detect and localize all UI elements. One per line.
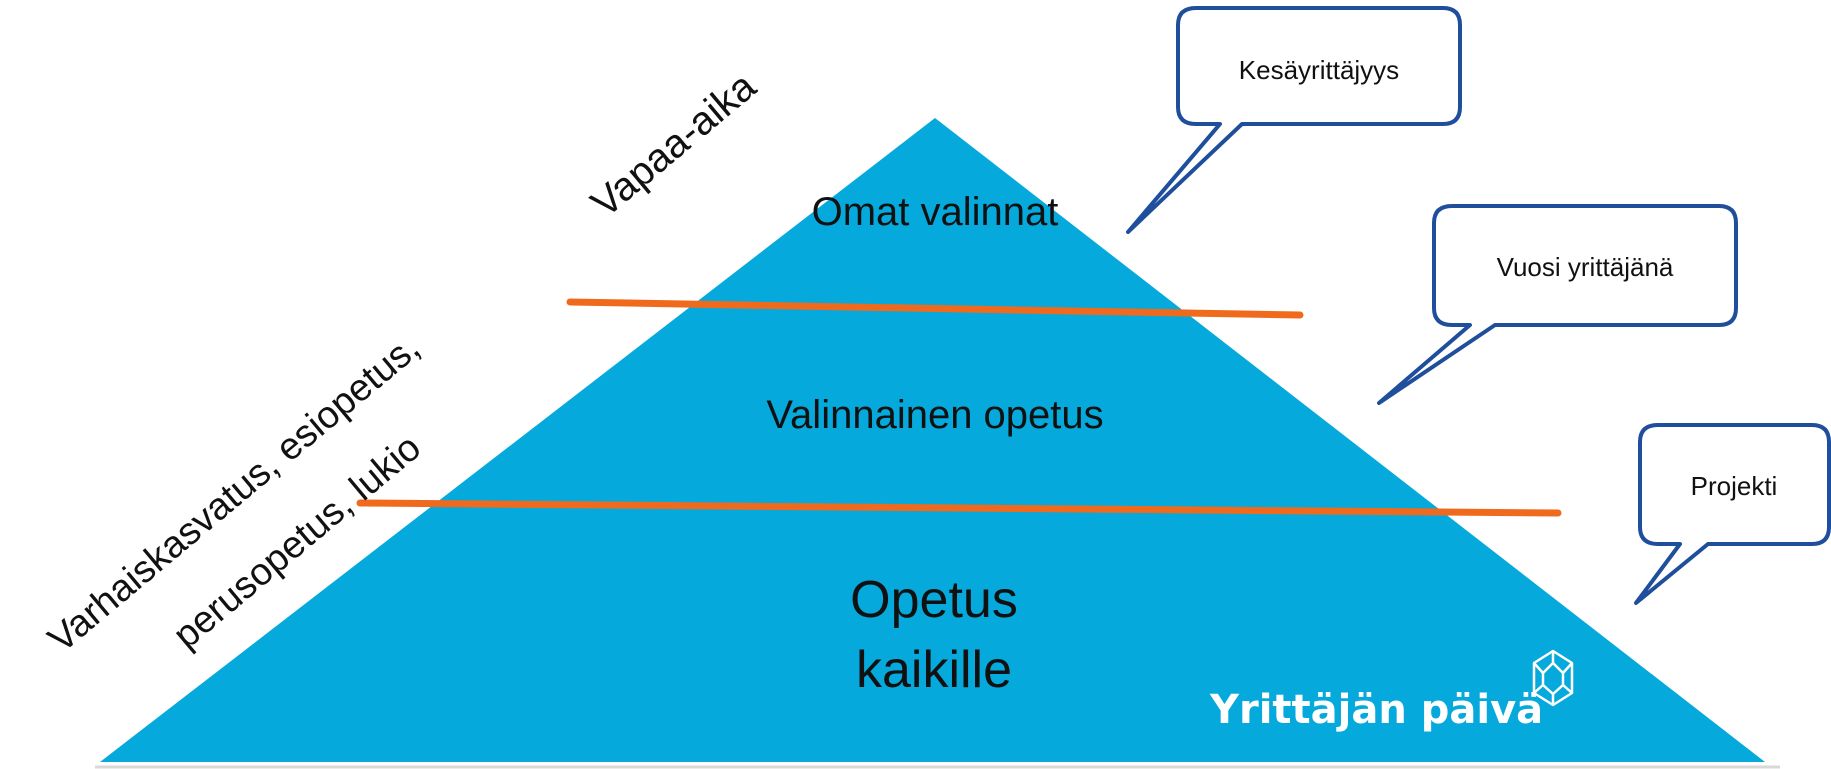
side-label-top: Vapaa-aika: [583, 64, 765, 226]
callout-label: Projekti: [1691, 471, 1778, 501]
callout-bubble: [1634, 423, 1831, 605]
pyramid: [100, 118, 1765, 762]
callout-kesayrittajyys: Kesäyrittäjyys: [1126, 6, 1462, 234]
level-label-middle: Valinnainen opetus: [766, 393, 1103, 437]
logo: Yrittäjän päivä: [1209, 649, 1574, 733]
level-divider-lower: [356, 499, 1562, 517]
logo-text: Yrittäjän päivä: [1209, 687, 1543, 733]
level-label-bottom-line1: Opetus: [850, 571, 1018, 629]
diamond-gem-icon: [1532, 649, 1574, 707]
level-label-top: Omat valinnat: [812, 190, 1059, 234]
callout-projekti: Projekti: [1634, 423, 1831, 605]
callout-bubble: [1126, 6, 1462, 234]
callout-vuosi-yrittajana: Vuosi yrittäjänä: [1377, 204, 1738, 405]
callout-label: Vuosi yrittäjänä: [1497, 252, 1674, 282]
level-divider-upper: [566, 298, 1304, 319]
level-label-bottom-line2: kaikille: [856, 641, 1012, 699]
callout-bubble: [1377, 204, 1738, 405]
callout-label: Kesäyrittäjyys: [1239, 55, 1399, 85]
